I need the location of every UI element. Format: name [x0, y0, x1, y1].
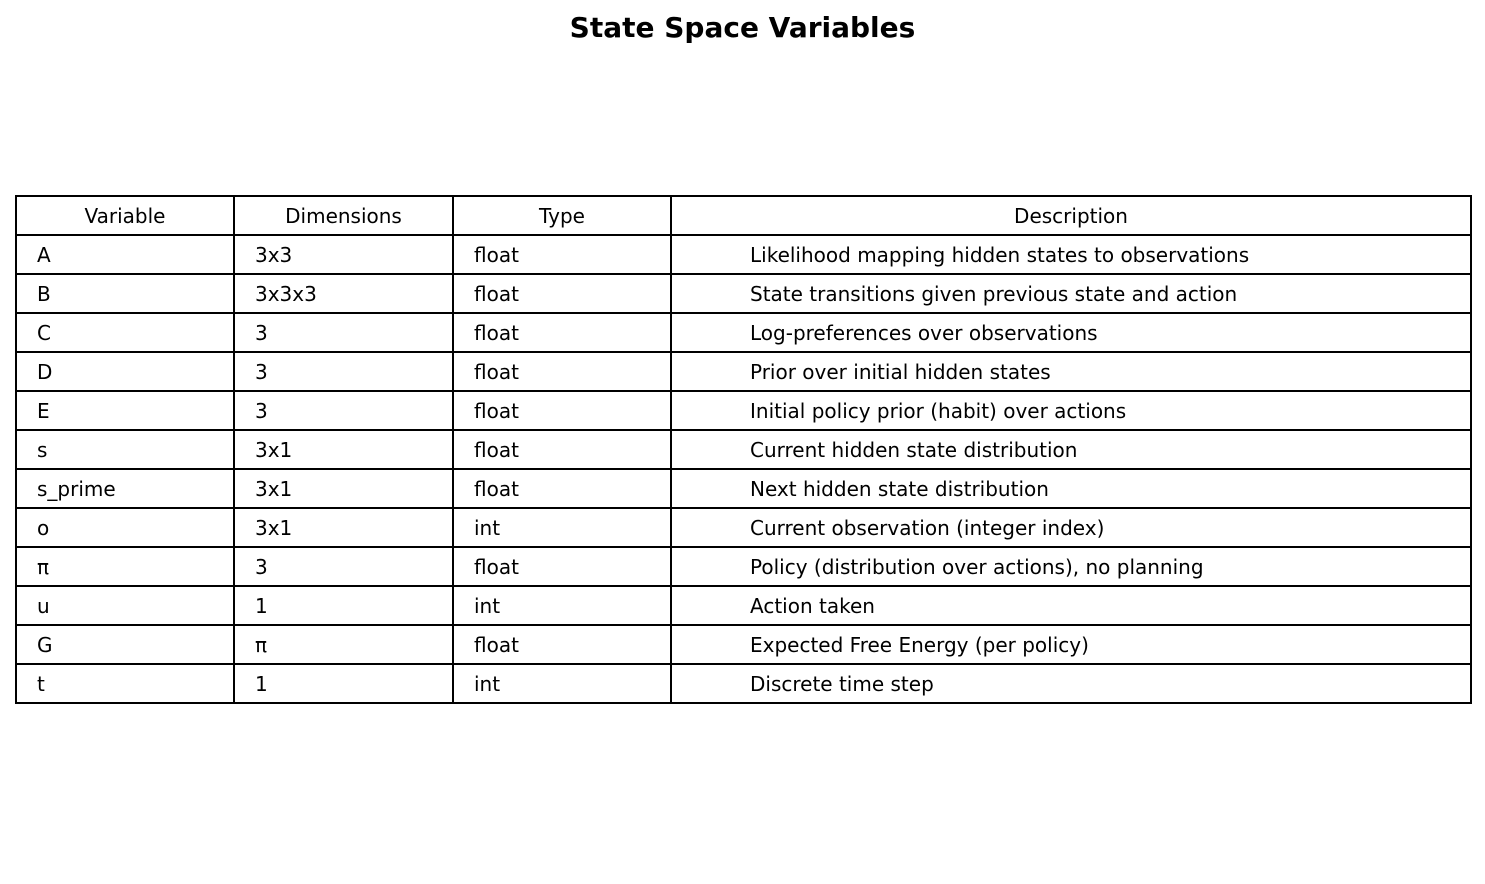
cell-dimensions: 3x1: [233, 507, 454, 548]
cell-description: Initial policy prior (habit) over action…: [670, 390, 1472, 431]
cell-dimensions: π: [233, 624, 454, 665]
cell-type: int: [452, 663, 672, 704]
cell-type: float: [452, 351, 672, 392]
cell-type: float: [452, 312, 672, 353]
table-header-row: Variable Dimensions Type Description: [15, 195, 1472, 236]
cell-variable: t: [15, 663, 235, 704]
cell-variable: s_prime: [15, 468, 235, 509]
header-type: Type: [452, 195, 672, 236]
cell-dimensions: 1: [233, 663, 454, 704]
cell-type: float: [452, 429, 672, 470]
cell-variable: o: [15, 507, 235, 548]
cell-type: float: [452, 546, 672, 587]
cell-variable: B: [15, 273, 235, 314]
cell-type: int: [452, 507, 672, 548]
cell-dimensions: 3: [233, 351, 454, 392]
cell-variable: s: [15, 429, 235, 470]
cell-variable: π: [15, 546, 235, 587]
page-title: State Space Variables: [569, 11, 916, 44]
cell-dimensions: 3: [233, 312, 454, 353]
cell-description: Action taken: [670, 585, 1472, 626]
cell-type: float: [452, 468, 672, 509]
cell-description: Prior over initial hidden states: [670, 351, 1472, 392]
cell-variable: D: [15, 351, 235, 392]
cell-variable: E: [15, 390, 235, 431]
cell-dimensions: 3x1: [233, 468, 454, 509]
cell-dimensions: 3x3x3: [233, 273, 454, 314]
cell-description: Current observation (integer index): [670, 507, 1472, 548]
header-description: Description: [670, 195, 1472, 236]
cell-description: State transitions given previous state a…: [670, 273, 1472, 314]
header-variable: Variable: [15, 195, 235, 236]
cell-type: float: [452, 390, 672, 431]
cell-description: Expected Free Energy (per policy): [670, 624, 1472, 665]
cell-variable: C: [15, 312, 235, 353]
cell-dimensions: 3x3: [233, 234, 454, 275]
cell-description: Next hidden state distribution: [670, 468, 1472, 509]
cell-description: Likelihood mapping hidden states to obse…: [670, 234, 1472, 275]
cell-description: Log-preferences over observations: [670, 312, 1472, 353]
cell-dimensions: 1: [233, 585, 454, 626]
cell-description: Discrete time step: [670, 663, 1472, 704]
cell-variable: G: [15, 624, 235, 665]
cell-dimensions: 3: [233, 546, 454, 587]
cell-type: float: [452, 234, 672, 275]
cell-description: Current hidden state distribution: [670, 429, 1472, 470]
cell-dimensions: 3: [233, 390, 454, 431]
cell-type: float: [452, 624, 672, 665]
cell-type: int: [452, 585, 672, 626]
cell-dimensions: 3x1: [233, 429, 454, 470]
cell-description: Policy (distribution over actions), no p…: [670, 546, 1472, 587]
cell-type: float: [452, 273, 672, 314]
header-dimensions: Dimensions: [233, 195, 454, 236]
cell-variable: A: [15, 234, 235, 275]
cell-variable: u: [15, 585, 235, 626]
